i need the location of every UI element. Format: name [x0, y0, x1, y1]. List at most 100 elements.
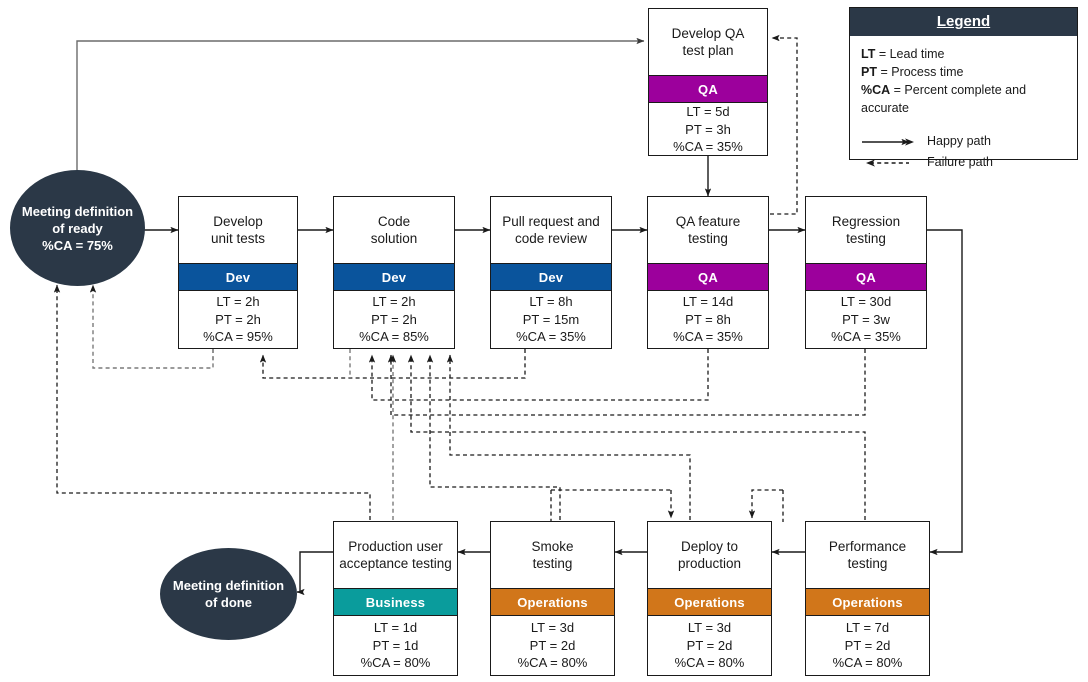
legend-abbr-pt-meaning: Process time [891, 65, 964, 79]
legend-abbr-ca-meaning: Percent complete and accurate [861, 83, 1027, 115]
metric-ca: %CA = 95% [203, 329, 273, 345]
terminator-done-line2: of done [205, 595, 252, 610]
step-metrics: LT = 1d PT = 1d %CA = 80% [334, 616, 457, 675]
metric-ca: %CA = 80% [517, 655, 588, 671]
step-role-band: Dev [491, 263, 611, 291]
terminator-meeting-definition-of-done: Meeting definition of done [160, 548, 297, 640]
step-title-line1: Develop [213, 214, 263, 229]
terminator-meeting-definition-of-ready: Meeting definition of ready %CA = 75% [10, 170, 145, 286]
step-title-line1: Develop QA [671, 26, 745, 41]
step-production-user-acceptance-testing[interactable]: Production user acceptance testing Busin… [333, 521, 458, 676]
step-title: Smoke testing [491, 522, 614, 588]
step-title-line1: Deploy to [680, 539, 739, 554]
metric-lt: LT = 30d [840, 294, 892, 310]
step-title-line1: QA feature [675, 214, 741, 229]
step-code-solution[interactable]: Code solution Dev LT = 2h PT = 2h %CA = … [333, 196, 455, 349]
metric-lt: LT = 7d [845, 620, 890, 636]
metric-ca: %CA = 35% [516, 329, 586, 345]
step-title-line2: code review [514, 231, 588, 246]
step-title-line2: testing [688, 231, 728, 246]
step-title-line2: testing [847, 556, 888, 571]
legend-panel: Legend LT = Lead time PT = Process time … [849, 7, 1078, 169]
legend-failure-path-label: Failure path [927, 154, 994, 169]
legend-abbr-lt: LT = Lead time [861, 45, 1066, 63]
step-metrics: LT = 2h PT = 2h %CA = 85% [334, 291, 454, 348]
step-title: Performance testing [806, 522, 929, 588]
step-title: Production user acceptance testing [334, 522, 457, 588]
metric-ca: %CA = 80% [360, 655, 431, 671]
metric-lt: LT = 2h [216, 294, 260, 310]
step-title: Code solution [334, 197, 454, 263]
legend-row-failure-path: Failure path [861, 151, 1066, 172]
metric-pt: PT = 2d [686, 637, 733, 653]
terminator-ready-line2: of ready [52, 220, 103, 236]
step-title-line2: solution [370, 231, 418, 246]
metric-pt: PT = 2h [371, 311, 417, 327]
step-develop-unit-tests[interactable]: Develop unit tests Dev LT = 2h PT = 2h %… [178, 196, 298, 349]
step-develop-qa-test-plan[interactable]: Develop QA test plan QA LT = 5d PT = 3h … [648, 8, 768, 156]
step-qa-feature-testing[interactable]: QA feature testing QA LT = 14d PT = 8h %… [647, 196, 769, 349]
step-title-line2: testing [846, 231, 886, 246]
step-pull-request-and-code-review[interactable]: Pull request and code review Dev LT = 8h… [490, 196, 612, 349]
legend-path-samples: Happy path Failure path [861, 130, 1066, 172]
step-role-band: QA [649, 75, 767, 103]
step-role-band: QA [806, 263, 926, 291]
legend-abbr-lt-meaning: Lead time [889, 47, 945, 61]
legend-abbr-ca-sep: = [890, 83, 905, 97]
legend-happy-path-label: Happy path [927, 133, 991, 148]
step-metrics: LT = 5d PT = 3h %CA = 35% [649, 103, 767, 156]
step-deploy-to-production[interactable]: Deploy to production Operations LT = 3d … [647, 521, 772, 676]
step-role-band: Operations [648, 588, 771, 616]
terminator-ready-line1: Meeting definition [21, 203, 134, 219]
metric-lt: LT = 3d [687, 620, 732, 636]
step-smoke-testing[interactable]: Smoke testing Operations LT = 3d PT = 2d… [490, 521, 615, 676]
step-metrics: LT = 14d PT = 8h %CA = 35% [648, 291, 768, 348]
metric-pt: PT = 1d [372, 637, 419, 653]
metric-pt: PT = 3h [685, 121, 731, 137]
legend-row-happy-path: Happy path [861, 130, 1066, 151]
metric-lt: LT = 2h [372, 294, 416, 310]
metric-ca: %CA = 80% [674, 655, 745, 671]
legend-heading-text: Legend [936, 13, 991, 30]
step-title: Deploy to production [648, 522, 771, 588]
metric-ca: %CA = 80% [832, 655, 903, 671]
step-metrics: LT = 3d PT = 2d %CA = 80% [648, 616, 771, 675]
step-title-line2: acceptance testing [339, 556, 452, 571]
step-title: QA feature testing [648, 197, 768, 263]
metric-lt: LT = 8h [529, 294, 573, 310]
metric-lt: LT = 5d [686, 104, 730, 119]
step-title-line2: testing [532, 556, 573, 571]
metric-lt: LT = 1d [373, 620, 418, 636]
legend-abbr-ca: %CA = Percent complete and accurate [861, 81, 1066, 117]
legend-abbr-ca-key: %CA [861, 83, 891, 97]
step-title-line2: unit tests [210, 231, 266, 246]
metric-pt: PT = 2d [844, 637, 891, 653]
step-role-band: Operations [806, 588, 929, 616]
step-metrics: LT = 8h PT = 15m %CA = 35% [491, 291, 611, 348]
terminator-done-line1: Meeting definition [172, 578, 285, 593]
legend-abbr-pt-sep: = [876, 65, 892, 79]
terminator-ready-metric: %CA = 75% [42, 237, 113, 253]
metric-ca: %CA = 85% [359, 329, 429, 345]
metric-pt: PT = 2d [529, 637, 576, 653]
step-title: Develop unit tests [179, 197, 297, 263]
step-title-line2: test plan [682, 43, 734, 58]
metric-ca: %CA = 35% [673, 139, 743, 154]
step-title-line1: Production user [348, 539, 443, 554]
step-metrics: LT = 3d PT = 2d %CA = 80% [491, 616, 614, 675]
metric-lt: LT = 3d [530, 620, 575, 636]
metric-lt: LT = 14d [682, 294, 734, 310]
step-title-line1: Code [377, 214, 411, 229]
step-metrics: LT = 30d PT = 3w %CA = 35% [806, 291, 926, 348]
step-title: Regression testing [806, 197, 926, 263]
step-regression-testing[interactable]: Regression testing QA LT = 30d PT = 3w %… [805, 196, 927, 349]
step-title-line1: Performance [828, 539, 907, 554]
legend-abbr-lt-key: LT [861, 47, 876, 61]
legend-heading: Legend [850, 8, 1077, 36]
step-title-line1: Pull request and [502, 214, 600, 229]
legend-abbr-pt-key: PT [861, 65, 877, 79]
failure-path-arrow-icon [861, 156, 919, 168]
step-performance-testing[interactable]: Performance testing Operations LT = 7d P… [805, 521, 930, 676]
